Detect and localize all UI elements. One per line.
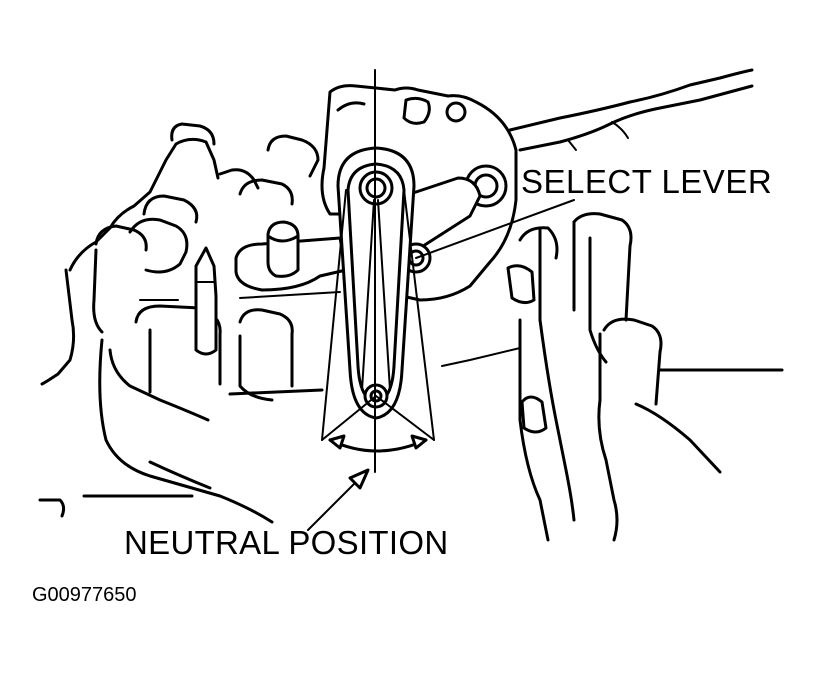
arrow-left-icon [328,434,346,450]
housing-upper-right [508,68,754,152]
manual-valve [194,246,218,356]
arrow-right-icon [410,434,428,450]
leader-lines [307,199,575,531]
swing-angle-indicator [321,189,435,453]
select-lever-label: SELECT LEVER [521,163,773,200]
housing-left [40,122,324,524]
housing-lower-left [38,460,212,518]
neutral-arrow-icon [348,468,370,490]
neutral-position-label: NEUTRAL POSITION [124,524,449,561]
select-lever-leader [415,199,575,259]
housing-right [441,212,784,542]
figure-code: G00977650 [32,584,137,606]
link-arm [234,220,348,299]
